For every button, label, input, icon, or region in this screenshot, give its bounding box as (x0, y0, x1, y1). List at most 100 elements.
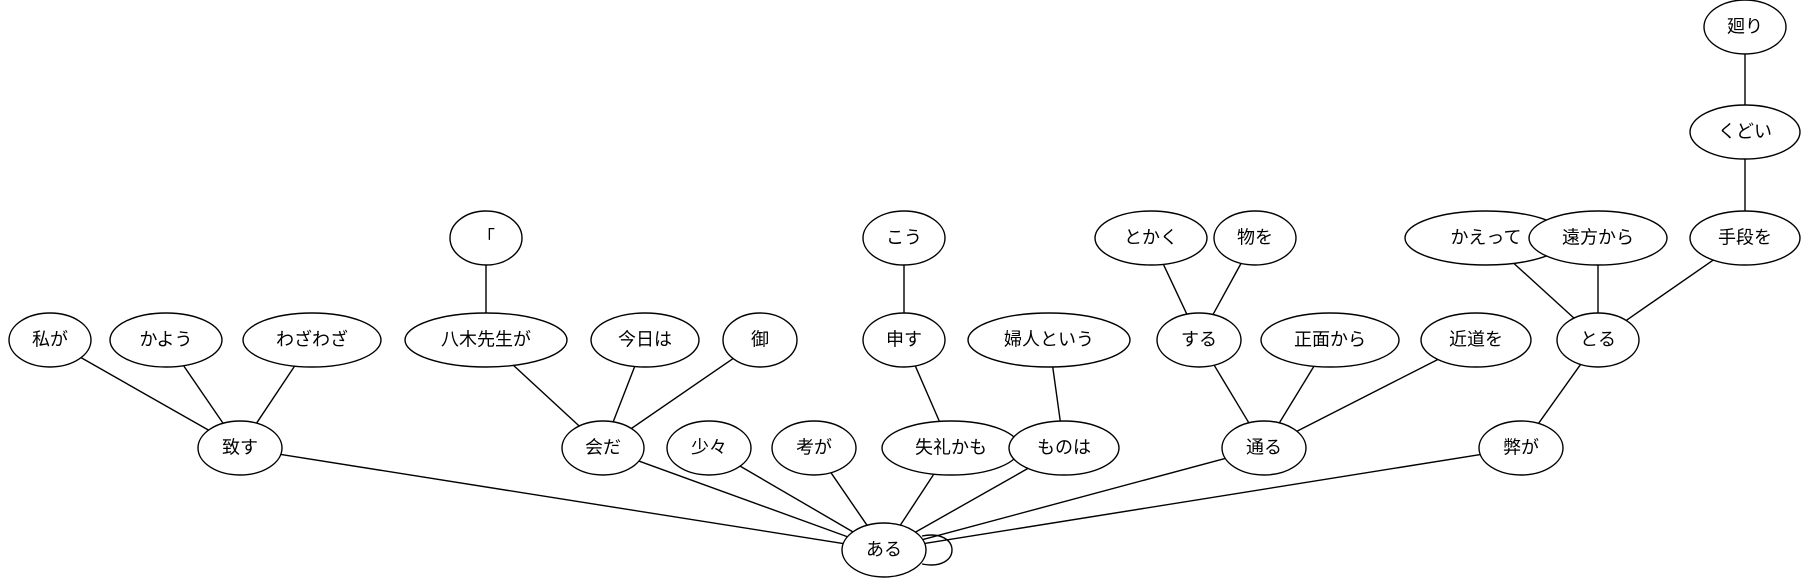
node-yagi: 八木先生が (404, 312, 568, 368)
edge-aida-aru (638, 460, 848, 538)
node-ellipse (862, 210, 946, 266)
edge-shudan-toru (1625, 259, 1714, 321)
node-kou: こう (862, 210, 946, 266)
edge-monoo-suru (1212, 263, 1242, 315)
edges-layer (80, 54, 1746, 566)
node-label: 考が (796, 438, 832, 459)
node-wazawaza: わざわざ (242, 312, 382, 368)
node-suru: する (1156, 312, 1242, 368)
node-aru: ある (841, 522, 927, 578)
node-monoo: 物を (1213, 210, 1297, 266)
node-ellipse (841, 522, 927, 578)
node-ellipse (109, 312, 223, 368)
node-shudan: 手段を (1689, 210, 1801, 266)
node-itasu: 致す (197, 420, 283, 476)
node-label: 八木先生が (441, 330, 531, 351)
edge-on-aida (630, 357, 734, 430)
nodes-layer: ある致す私がかようわざわざ会だ八木先生が「今日は御少々考が失礼かも申すこうものは… (8, 0, 1801, 578)
node-ellipse (449, 210, 523, 266)
edge-kayou-itasu (182, 365, 224, 424)
node-mousu: 申す (862, 312, 946, 368)
node-ellipse (1094, 210, 1208, 266)
node-label: 物を (1237, 228, 1273, 249)
node-ellipse (862, 312, 946, 368)
node-label: とかく (1124, 228, 1178, 249)
node-label: 婦人という (1004, 330, 1094, 351)
node-label: 近道を (1449, 330, 1503, 351)
node-ellipse (1556, 312, 1640, 368)
node-kudoi: くどい (1689, 104, 1801, 160)
node-fujin: 婦人という (967, 312, 1131, 368)
node-ellipse (1260, 312, 1400, 368)
node-ellipse (404, 312, 568, 368)
node-label: 廻り (1727, 17, 1763, 38)
self-loop-aru (921, 534, 953, 566)
node-ellipse (666, 420, 752, 476)
edge-watashiga-itasu (80, 357, 209, 431)
node-label: 御 (751, 330, 769, 351)
node-label: 弊が (1503, 438, 1539, 459)
edge-wazawaza-itasu (255, 365, 296, 424)
node-shoumen: 正面から (1260, 312, 1400, 368)
edge-tooru-aru (922, 457, 1226, 541)
node-toru: とる (1556, 312, 1640, 368)
node-ellipse (1703, 0, 1787, 55)
node-label: こう (886, 228, 922, 249)
node-ellipse (771, 420, 857, 476)
node-kyouwa: 今日は (590, 312, 700, 368)
node-ellipse (197, 420, 283, 476)
node-label: 致す (222, 438, 258, 459)
node-label: 今日は (618, 330, 672, 351)
node-ellipse (1221, 420, 1307, 476)
edge-kangaega-aru (830, 472, 868, 526)
node-label: 申す (886, 330, 922, 351)
node-ellipse (1213, 210, 1297, 266)
node-heiga: 弊が (1478, 420, 1564, 476)
edge-shoushou-aru (739, 465, 854, 533)
node-ellipse (1689, 104, 1801, 160)
node-ellipse (967, 312, 1131, 368)
node-label: 通る (1246, 438, 1282, 459)
node-label: 失礼かも (915, 438, 987, 459)
node-ellipse (1156, 312, 1242, 368)
edge-monowa-aru (915, 467, 1029, 533)
node-label: 手段を (1718, 228, 1772, 249)
node-ellipse (1528, 210, 1668, 266)
edge-shitsurei-aru (899, 473, 935, 526)
node-label: とる (1580, 330, 1616, 351)
node-watashiga: 私が (8, 312, 92, 368)
node-ellipse (8, 312, 92, 368)
edge-itasu-aru (280, 453, 844, 545)
edge-yagi-aida (513, 364, 580, 427)
node-label: 「 (477, 228, 495, 249)
edge-fujin-monowa (1052, 366, 1061, 422)
node-monowa: ものは (1008, 420, 1120, 476)
edge-heiga-aru (924, 453, 1481, 545)
node-label: 私が (32, 330, 68, 351)
node-ellipse (722, 312, 798, 368)
edge-shoumen-tooru (1278, 365, 1315, 424)
edge-toru-heiga (1537, 364, 1582, 424)
edge-mousu-shitsurei (914, 365, 941, 422)
edge-kyouwa-aida (612, 366, 636, 423)
node-kangaega: 考が (771, 420, 857, 476)
node-label: 正面から (1294, 330, 1366, 351)
node-label: ある (866, 540, 902, 561)
edge-tokaku-suru (1162, 264, 1188, 315)
node-aida: 会だ (561, 420, 645, 476)
node-on: 御 (722, 312, 798, 368)
node-label: する (1181, 330, 1217, 351)
node-chikamichi: 近道を (1420, 312, 1532, 368)
node-label: 会だ (585, 438, 621, 459)
node-enpou: 遠方から (1528, 210, 1668, 266)
node-label: 遠方から (1562, 228, 1634, 249)
node-kayou: かよう (109, 312, 223, 368)
node-shitsurei: 失礼かも (881, 420, 1021, 476)
edge-kaette-toru (1513, 262, 1575, 319)
node-label: かよう (139, 330, 192, 351)
node-mawari: 廻り (1703, 0, 1787, 55)
node-ellipse (561, 420, 645, 476)
node-kagi: 「 (449, 210, 523, 266)
node-tooru: 通る (1221, 420, 1307, 476)
